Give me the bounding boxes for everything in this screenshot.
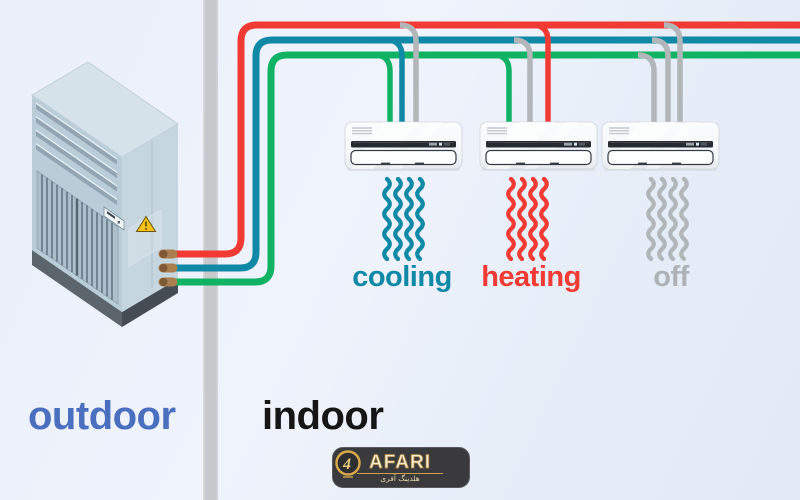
branch-unit1-liquid [373, 52, 393, 127]
airflow-cooling-waves [384, 179, 423, 259]
logo-divider [357, 472, 443, 474]
warning-triangle-icon [135, 215, 157, 232]
outdoor-unit [31, 61, 179, 327]
logo-subtitle-text: هلدینگ آفری [380, 473, 420, 483]
pipe-cooling-main [170, 36, 800, 272]
branch-unit2-idle [513, 37, 533, 127]
branch-unit3-idle [651, 37, 671, 127]
outdoor-unit-top-face [31, 61, 179, 158]
label-cooling: cooling [352, 261, 452, 293]
indoor-unit-heating [479, 121, 598, 172]
outdoor-unit-display [103, 206, 125, 231]
main-pipes [170, 21, 800, 286]
branch-unit3-idle [637, 52, 657, 127]
logo-emblem-icon: 4 [335, 450, 361, 478]
label-indoor: indoor [262, 394, 384, 438]
pipe-heating-main [170, 21, 800, 258]
indoor-unit-off [601, 121, 720, 172]
outdoor-unit-base-side [122, 279, 178, 327]
branch-unit1-cooling [385, 37, 405, 127]
branch-pipes [373, 22, 683, 127]
outdoor-unit-base [32, 250, 122, 327]
logo-brand-text: AFARI [369, 451, 431, 473]
branch-unit3-idle [663, 22, 683, 127]
brand-logo: 4 AFARI هلدینگ آفری [332, 447, 470, 488]
branch-unit2-heating [531, 22, 551, 127]
airflow-off-waves [648, 179, 687, 259]
branch-unit1-idle [399, 22, 419, 127]
label-heating: heating [481, 261, 581, 293]
label-outdoor: outdoor [28, 394, 176, 438]
outdoor-unit-louvers [36, 102, 117, 206]
logo-text-column: AFARI هلدینگ آفری [337, 451, 463, 483]
indoor-unit-cooling [344, 121, 463, 172]
logo-emblem-digit: 4 [342, 456, 351, 473]
label-off: off [653, 261, 689, 293]
airflow-heating-waves [508, 179, 547, 259]
pipe-liquid-main [170, 51, 800, 286]
outdoor-pipe-stubs [158, 249, 178, 287]
wall-divider [203, 0, 218, 500]
branch-unit2-liquid [492, 52, 512, 127]
outdoor-unit-service-panel [128, 208, 162, 268]
outdoor-unit-grille [36, 170, 119, 305]
